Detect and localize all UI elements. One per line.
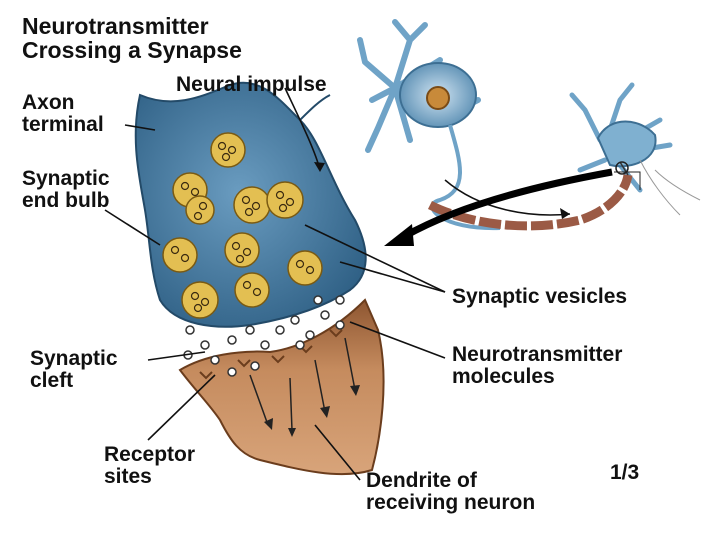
- label-neural-impulse: Neural impulse: [176, 73, 327, 96]
- page-number: 1/3: [610, 461, 640, 484]
- title-line-2: Crossing a Synapse: [22, 37, 242, 63]
- label-neurotransmitter-line1: Neurotransmitter: [452, 343, 623, 366]
- label-synaptic-end-bulb: Synaptic end bulb: [22, 168, 110, 212]
- receiving-neuron-body: [569, 82, 701, 216]
- title-line-1: Neurotransmitter: [22, 13, 209, 39]
- nucleus: [426, 86, 450, 110]
- label-axon-terminal: Axon terminal: [22, 92, 104, 136]
- label-synaptic-end-bulb-line1: Synaptic: [22, 167, 110, 190]
- magnify-marker: [615, 161, 629, 175]
- label-axon-terminal-line2: terminal: [22, 113, 104, 136]
- myelinated-axon: [427, 173, 633, 231]
- neurotransmitter-molecules: [183, 295, 345, 377]
- label-dendrite: Dendrite of receiving neuron: [366, 470, 535, 514]
- label-synaptic-end-bulb-line2: end bulb: [22, 189, 110, 212]
- page-title: Neurotransmitter Crossing a Synapse: [22, 14, 242, 62]
- label-axon-terminal-line1: Axon: [22, 91, 75, 114]
- label-neurotransmitter-molecules: Neurotransmitter molecules: [452, 344, 622, 388]
- label-synaptic-cleft-line2: cleft: [30, 369, 74, 392]
- sending-neuron: [357, 19, 501, 231]
- zoom-arrow: [403, 168, 613, 240]
- label-synaptic-cleft-line1: Synaptic: [30, 347, 118, 370]
- label-receptor-sites-line1: Receptor: [104, 443, 196, 466]
- label-neurotransmitter-line2: molecules: [452, 365, 555, 388]
- label-synaptic-vesicles: Synaptic vesicles: [452, 285, 628, 308]
- label-synaptic-cleft: Synaptic cleft: [30, 348, 118, 392]
- label-dendrite-line2: receiving neuron: [366, 491, 536, 514]
- synaptic-vesicles: [162, 132, 323, 319]
- label-receptor-sites-line2: sites: [104, 465, 152, 488]
- label-receptor-sites: Receptor sites: [104, 444, 195, 488]
- label-dendrite-line1: Dendrite of: [366, 469, 477, 492]
- dendrite: [178, 298, 385, 476]
